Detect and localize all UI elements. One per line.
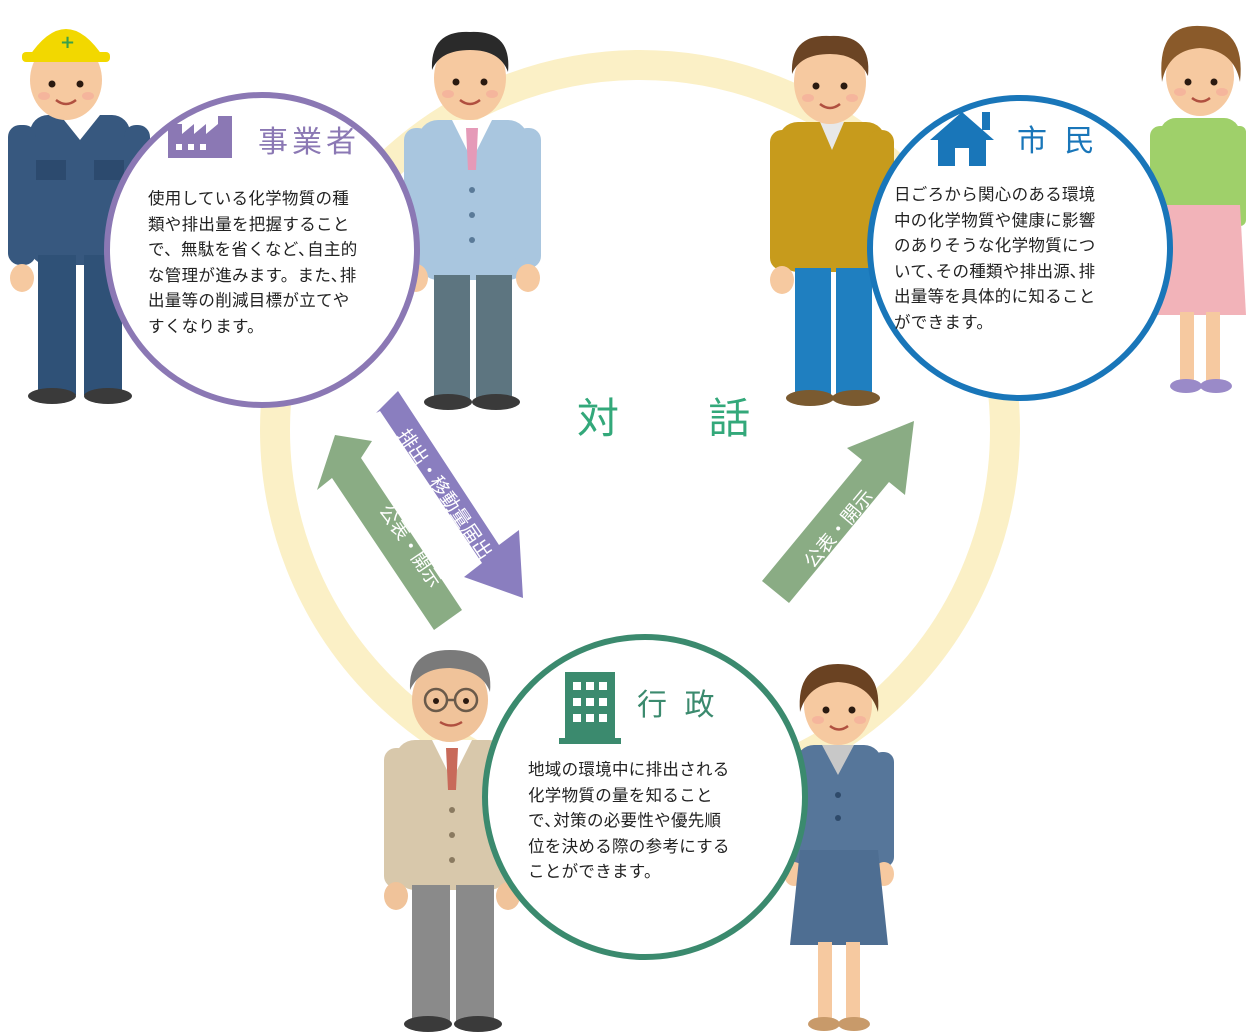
dialogue-label: 対 話 (577, 394, 789, 443)
worker-figure: + (8, 29, 150, 404)
official-woman-figure (784, 664, 894, 1031)
citizen-title: 市 民 (1017, 124, 1099, 159)
office-worker-figure (404, 31, 541, 410)
svg-text:+: + (60, 32, 75, 53)
citizen-description: 日ごろから関心のある環境 中の化学物質や健康に影響 のありそうな化学物質につ い… (894, 185, 1096, 332)
report-arrow (376, 391, 523, 598)
citizen-man-figure (770, 35, 894, 406)
factory-icon (168, 116, 232, 158)
citizen-circle (867, 95, 1173, 401)
disclose-business-arrow (317, 435, 462, 630)
government-description: 地域の環境中に排出される 化学物質の量を知ること で､対策の必要性や優先順 位を… (528, 760, 730, 881)
disclose-citizen-arrow (762, 421, 914, 603)
business-description: 使用している化学物質の種 類や排出量を把握すること で、無駄を省くなど､自主的 … (148, 189, 358, 336)
government-title: 行 政 (637, 688, 719, 723)
building-icon (559, 672, 621, 744)
business-title: 事業者 (258, 125, 360, 160)
business-circle (104, 92, 420, 408)
house-icon (930, 112, 994, 166)
